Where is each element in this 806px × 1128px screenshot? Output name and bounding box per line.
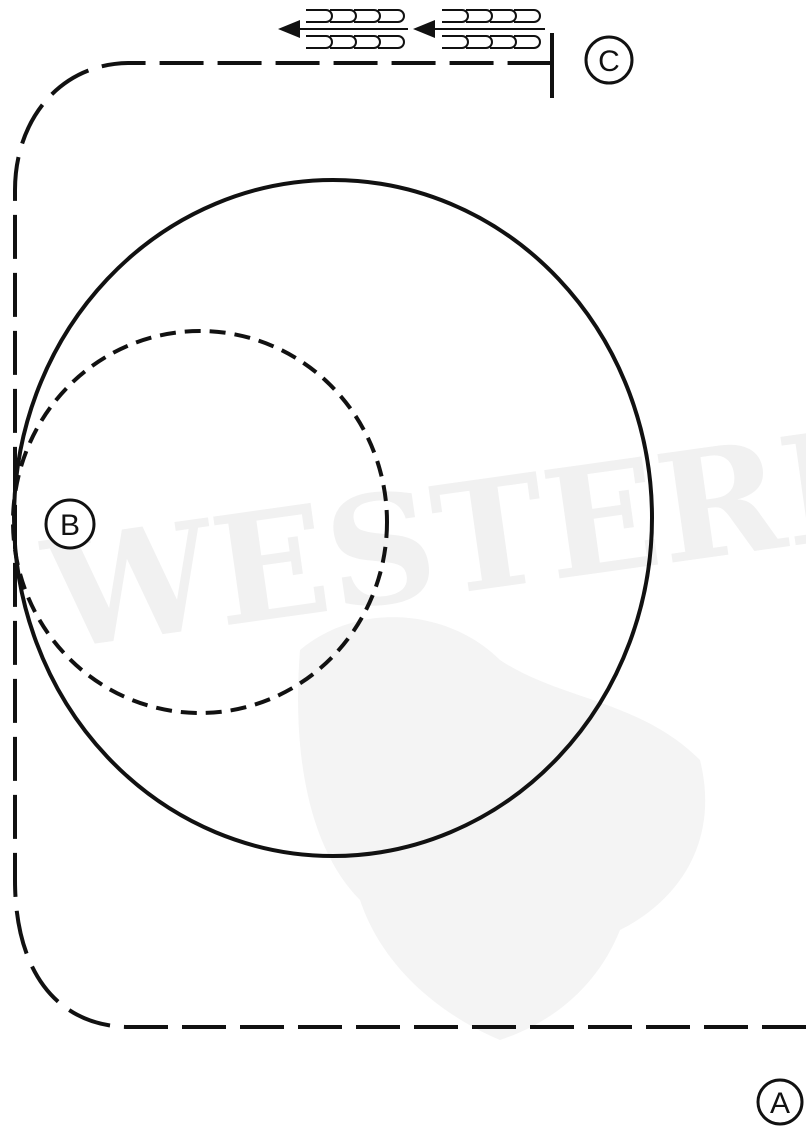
marker-b-label: B	[60, 509, 80, 542]
arrow-left-icon	[413, 20, 435, 38]
watermark-horse-silhouette	[298, 617, 705, 1040]
marker-b: B	[46, 500, 94, 548]
arrow-left-icon	[278, 20, 300, 38]
marker-a-label: A	[770, 1087, 790, 1120]
marker-c-label: C	[598, 45, 620, 78]
marker-c: C	[586, 37, 632, 83]
marker-a: A	[758, 1080, 802, 1124]
watermark: WESTERN RIDERS	[33, 288, 806, 1040]
hoof-prints-group-1	[278, 10, 408, 48]
backing-steps	[278, 10, 545, 48]
hoof-prints-group-2	[413, 10, 545, 48]
